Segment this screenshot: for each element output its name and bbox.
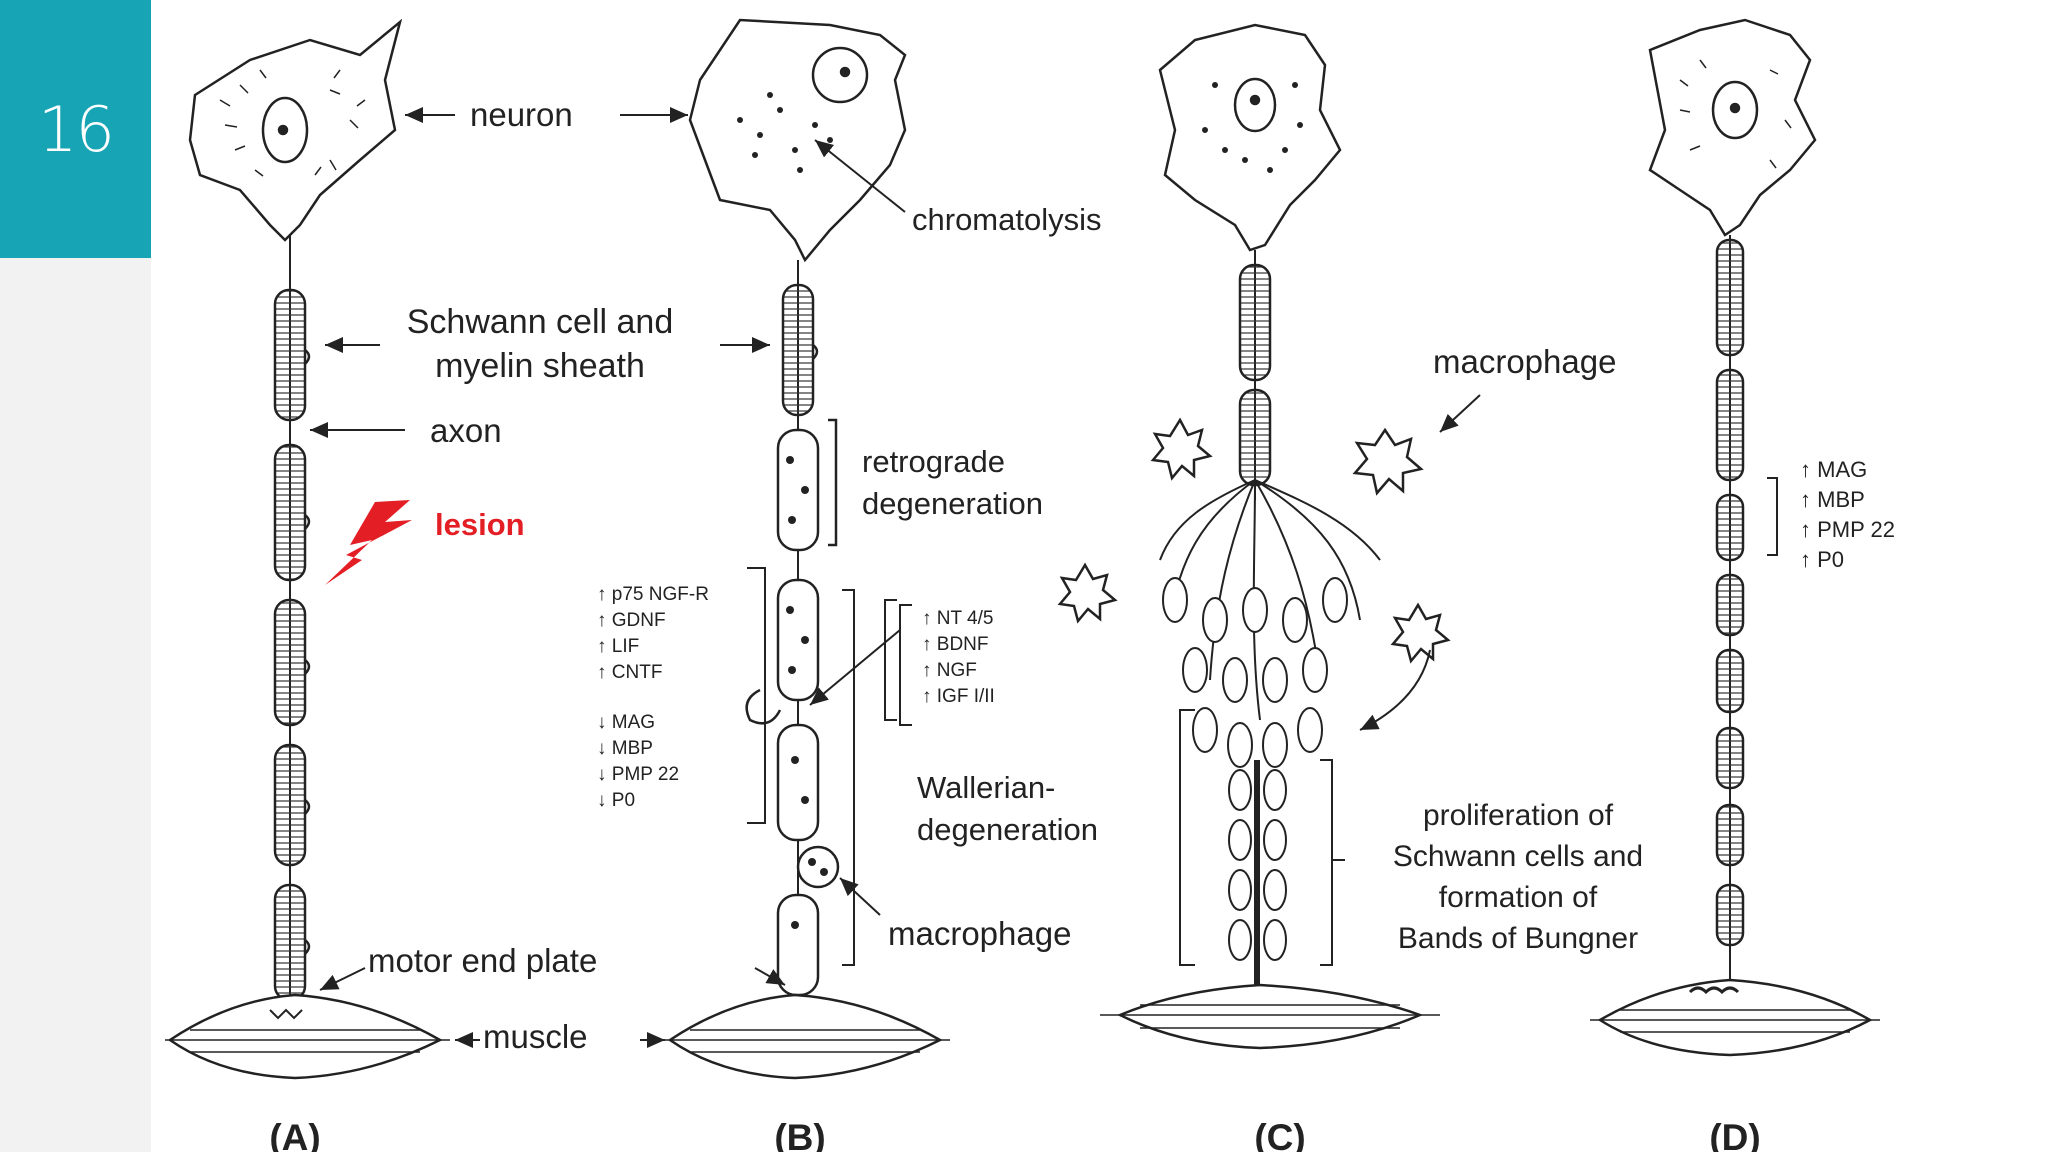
marker-b-left: ↓ MBP bbox=[597, 738, 653, 759]
neuron-cell-d bbox=[1648, 18, 1817, 237]
lesion-bolt-icon bbox=[325, 500, 412, 585]
marker-b-left: ↑ CNTF bbox=[597, 662, 662, 683]
panel-d bbox=[1590, 18, 1880, 1057]
slide-sidebar: 16 bbox=[0, 0, 151, 1152]
label-proliferation-4: Bands of Bungner bbox=[1398, 922, 1638, 955]
marker-b-left: ↑ LIF bbox=[597, 636, 639, 657]
marker-b-left: ↓ PMP 22 bbox=[597, 764, 679, 785]
label-schwann-2: myelin sheath bbox=[435, 347, 645, 385]
markers-b-right: ↑ NT 4/5 ↑ BDNF ↑ NGF ↑ IGF I/II bbox=[922, 608, 995, 707]
arrow-chromatolysis bbox=[814, 139, 906, 213]
nucleus-b bbox=[811, 46, 869, 104]
markers-d: ↑ MAG ↑ MBP ↑ PMP 22 ↑ P0 bbox=[1800, 457, 1895, 572]
nucleus-c bbox=[1233, 77, 1277, 133]
neuron-cell-b bbox=[688, 18, 907, 263]
panel-b bbox=[665, 18, 950, 1080]
marker-d: ↑ MBP bbox=[1800, 487, 1865, 512]
panel-c bbox=[1057, 23, 1451, 1050]
panel-label-a: (A) bbox=[269, 1117, 320, 1152]
marker-b-right: ↑ IGF I/II bbox=[922, 686, 995, 707]
label-proliferation-2: Schwann cells and bbox=[1393, 840, 1643, 873]
neuron-cell-c bbox=[1158, 23, 1342, 252]
nerve-regeneration-diagram: neuron chromatolysis Schwann cell and my… bbox=[165, 18, 1895, 1152]
nucleus-d bbox=[1711, 80, 1759, 140]
label-muscle: muscle bbox=[483, 1018, 588, 1055]
nucleus-a bbox=[261, 96, 309, 164]
label-wallerian-1: Wallerian- bbox=[917, 770, 1055, 805]
macrophage-c1 bbox=[1150, 417, 1213, 481]
sprouting-fibers-c bbox=[1159, 479, 1381, 721]
panel-label-c: (C) bbox=[1254, 1117, 1305, 1152]
myelin-segments-a bbox=[273, 288, 307, 1002]
neuron-cell-a bbox=[188, 18, 403, 242]
arrow-macrophage-b bbox=[839, 877, 881, 916]
label-retrograde-1: retrograde bbox=[862, 444, 1005, 479]
macrophage-c2 bbox=[1057, 562, 1118, 624]
muscle-b bbox=[667, 993, 943, 1080]
marker-b-left: ↓ MAG bbox=[597, 712, 655, 733]
muscle-c bbox=[1116, 983, 1424, 1050]
arrow-motor-end-plate bbox=[319, 967, 366, 991]
slide-number-badge: 16 bbox=[0, 0, 151, 258]
label-macrophage-b: macrophage bbox=[888, 915, 1071, 952]
muscle-a bbox=[167, 993, 443, 1080]
marker-b-left: ↑ GDNF bbox=[597, 610, 666, 631]
marker-d: ↑ P0 bbox=[1800, 547, 1844, 572]
panel-a bbox=[165, 18, 450, 1080]
marker-b-right: ↑ NGF bbox=[922, 660, 977, 681]
label-proliferation-3: formation of bbox=[1439, 881, 1598, 914]
label-proliferation-1: proliferation of bbox=[1423, 799, 1614, 832]
macrophage-b bbox=[796, 845, 840, 889]
label-motor-end-plate: motor end plate bbox=[368, 942, 597, 979]
label-neuron: neuron bbox=[470, 96, 573, 133]
slide-number: 16 bbox=[38, 92, 115, 166]
schwann-band-cells-c bbox=[1162, 577, 1348, 768]
macrophage-c4 bbox=[1390, 602, 1451, 664]
markers-b-left: ↑ p75 NGF-R ↑ GDNF ↑ LIF ↑ CNTF ↓ MAG ↓ … bbox=[597, 584, 709, 811]
marker-d: ↑ PMP 22 bbox=[1800, 517, 1895, 542]
myelin-segments-d bbox=[1715, 238, 1745, 947]
label-retrograde-2: degeneration bbox=[862, 486, 1043, 521]
label-schwann-1: Schwann cell and bbox=[407, 303, 674, 341]
marker-d: ↑ MAG bbox=[1800, 457, 1867, 482]
arrow-macrophage-c bbox=[1439, 394, 1481, 433]
label-macrophage-c: macrophage bbox=[1433, 343, 1616, 380]
arrow-motor-end-plate-b bbox=[754, 967, 786, 986]
marker-b-right: ↑ NT 4/5 bbox=[922, 608, 993, 629]
panel-label-b: (B) bbox=[774, 1117, 825, 1152]
macrophage-c3 bbox=[1352, 427, 1424, 496]
panel-label-d: (D) bbox=[1709, 1117, 1760, 1152]
bands-of-bungner-c bbox=[1228, 769, 1287, 961]
label-lesion: lesion bbox=[435, 507, 525, 542]
marker-b-left: ↓ P0 bbox=[597, 790, 635, 811]
label-chromatolysis: chromatolysis bbox=[912, 202, 1102, 237]
marker-b-left: ↑ p75 NGF-R bbox=[597, 584, 709, 605]
marker-b-right: ↑ BDNF bbox=[922, 634, 989, 655]
label-axon: axon bbox=[430, 412, 502, 449]
label-wallerian-2: degeneration bbox=[917, 812, 1098, 847]
arrow-wallerian-markers bbox=[809, 629, 901, 706]
